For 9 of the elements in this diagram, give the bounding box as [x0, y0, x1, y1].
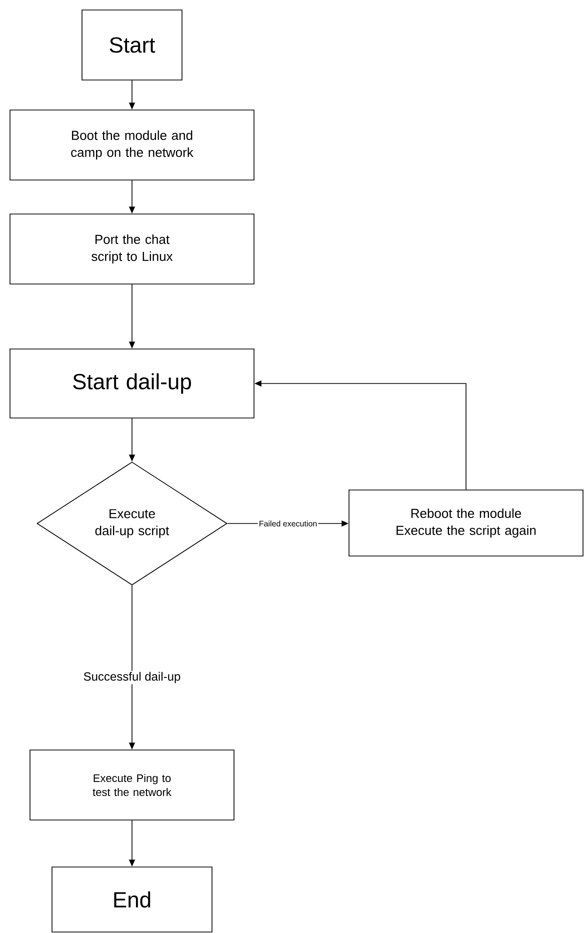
edge-label: Failed execution — [258, 520, 318, 528]
edge-label: Successful dail-up — [82, 670, 182, 684]
process-box: Port the chat script to Linux — [10, 214, 254, 284]
process-box: Start — [82, 10, 182, 80]
process-box: Boot the module and camp on the network — [10, 110, 254, 180]
process-box: End — [52, 866, 212, 932]
process-box: Start dail-up — [10, 348, 254, 418]
process-box: Reboot the module Execute the script again — [348, 490, 584, 556]
process-box: Execute Ping to test the network — [30, 750, 234, 820]
